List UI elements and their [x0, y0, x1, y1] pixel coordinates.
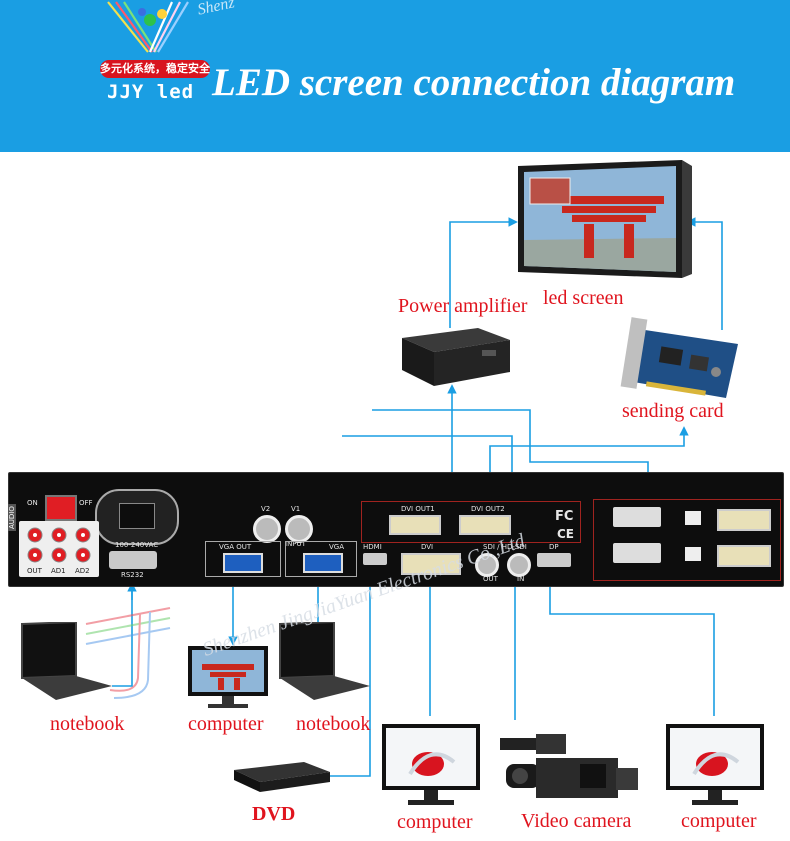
input-label: INPUT	[285, 540, 306, 548]
video-camera-label: Video camera	[521, 810, 632, 832]
sdi-out-label: OUT	[483, 575, 498, 583]
page-title: LED screen connection diagram	[212, 61, 736, 104]
notebook-right-label: notebook	[296, 713, 371, 735]
brand-slogan: 多元化系统，稳定安全	[100, 60, 210, 78]
dvi-out1-port[interactable]	[389, 515, 441, 535]
sending-card-image	[620, 317, 738, 398]
sdi-in-port[interactable]	[507, 553, 531, 577]
power-switch[interactable]	[45, 495, 77, 521]
vga-out-port[interactable]	[223, 553, 263, 573]
vga-in-port[interactable]	[303, 553, 343, 573]
power-amplifier-label: Power amplifier	[398, 295, 528, 317]
header-banner: Shenz 多元化系统，稳定安全 JJY led LED screen conn…	[0, 0, 790, 152]
power-off-label: OFF	[79, 499, 93, 507]
vga-in-label: VGA	[329, 543, 345, 551]
usb-port-1[interactable]	[685, 511, 701, 525]
rs232-port[interactable]	[109, 551, 157, 569]
sdi-out-port[interactable]	[475, 553, 499, 577]
ce-mark: CE	[557, 527, 575, 541]
line-rs232-to-notebook	[112, 578, 133, 687]
computer-bottom-left-image	[382, 724, 480, 805]
led-screen-label: led screen	[543, 287, 624, 309]
usb-port-2[interactable]	[685, 547, 701, 561]
rj45-port-1[interactable]	[613, 507, 661, 527]
v2-bnc-port[interactable]	[253, 515, 281, 543]
dvi-out2-port[interactable]	[459, 515, 511, 535]
dvi-in-port[interactable]	[401, 553, 461, 575]
line-card-to-screen	[686, 217, 723, 330]
card-bay	[593, 499, 781, 581]
hdmi-port[interactable]	[363, 553, 387, 565]
vga-out-box	[205, 541, 281, 577]
power-on-label: ON	[27, 499, 38, 507]
notebook-left-image	[21, 622, 112, 700]
dvd-label: DVD	[252, 803, 296, 825]
vga-in-box	[285, 541, 357, 577]
jjy-logo-icon	[107, 1, 189, 53]
video-camera-image	[500, 734, 638, 798]
power-amplifier-image	[402, 328, 510, 386]
rs232-label: RS232	[121, 571, 144, 579]
line-amp-to-screen	[449, 217, 518, 328]
computer-monitor-image	[188, 646, 268, 708]
notebook-left-label: notebook	[50, 713, 125, 735]
v2-label: V2	[261, 505, 271, 513]
dp-port[interactable]	[537, 553, 571, 567]
v1-label: V1	[291, 505, 301, 513]
hdmi-label: HDMI	[363, 543, 382, 551]
dvi-out1-label: DVI OUT1	[401, 505, 435, 513]
dp-label: DP	[549, 543, 559, 551]
line-dvd-to-hdmi	[330, 566, 375, 777]
fc-mark: FC	[555, 509, 574, 524]
audio-ad2-label: AD2	[75, 567, 90, 575]
card-dvi-port-2[interactable]	[717, 545, 771, 567]
audio-ad1-label: AD1	[51, 567, 66, 575]
v1-bnc-port[interactable]	[285, 515, 313, 543]
computer-bottom-right-label: computer	[681, 810, 757, 832]
voltage-label: 100-240VAC	[115, 541, 159, 549]
vga-out-label: VGA OUT	[219, 543, 252, 551]
dvi-out-box	[361, 501, 581, 543]
audio-label: AUDIO	[8, 504, 16, 531]
dvi-in-label: DVI	[421, 543, 434, 551]
brand-name: JJY led	[107, 81, 195, 103]
audio-jacks-icon[interactable]	[21, 525, 99, 565]
notebook-right-image	[279, 622, 370, 700]
line-computer-to-dp	[545, 574, 715, 716]
audio-out-label: OUT	[27, 567, 42, 575]
power-socket[interactable]	[95, 489, 179, 545]
rj45-port-2[interactable]	[613, 543, 661, 563]
video-processor-panel: ON OFF 100-240VAC AUDIO OUT AD1 AD2 RS23…	[8, 472, 784, 587]
jjy-watermark-logo-icon	[85, 607, 171, 699]
dvd-player-image	[234, 762, 330, 792]
sending-card-label: sending card	[622, 400, 724, 422]
led-screen-image	[518, 160, 692, 278]
computer-bottom-left-label: computer	[397, 811, 473, 833]
dvi-out2-label: DVI OUT2	[471, 505, 505, 513]
sdi-in-label: IN	[517, 575, 525, 583]
card-dvi-port-1[interactable]	[717, 509, 771, 531]
computer-monitor-label: computer	[188, 713, 264, 735]
computer-bottom-right-image	[666, 724, 764, 805]
sdi-label: SDI / HD-SDI	[483, 543, 527, 551]
